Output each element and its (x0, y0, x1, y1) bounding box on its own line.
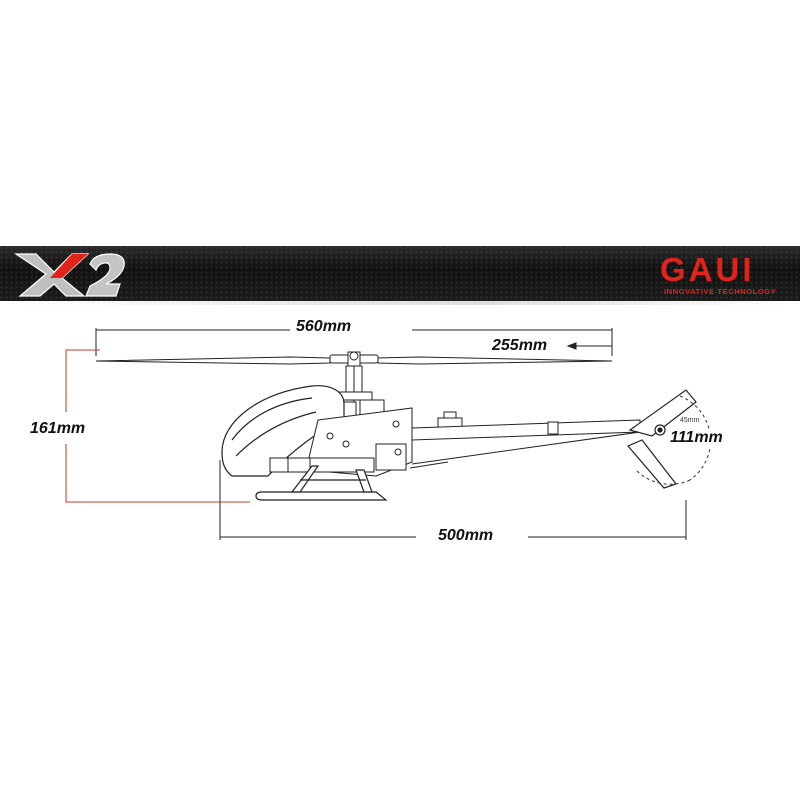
landing-gear (255, 465, 388, 501)
rotor-blade-dimension: 255mm (492, 337, 548, 355)
header-banner (0, 246, 800, 303)
height-dimension-label: 161mm (30, 420, 86, 438)
main-rotor (95, 351, 613, 367)
dimension-lines (95, 328, 687, 540)
tail-unit (627, 389, 697, 489)
tail-rotor-dimension: 111mm (670, 429, 723, 447)
frame (269, 407, 413, 477)
tail-boom (409, 419, 641, 469)
banner-divider (0, 301, 800, 305)
x2-logo (14, 253, 125, 297)
brand-tagline: INNOVATIVE TECHNOLOGY (664, 287, 777, 296)
length-dimension: 500mm (438, 527, 494, 545)
height-dimension (65, 349, 250, 503)
tail-rotor-arc (635, 395, 711, 485)
rotor-span-dimension: 560mm (296, 318, 352, 336)
tail-offset-dimension: 45mm (680, 417, 700, 424)
canopy (221, 385, 345, 477)
brand-logo: GAUI (660, 251, 755, 288)
